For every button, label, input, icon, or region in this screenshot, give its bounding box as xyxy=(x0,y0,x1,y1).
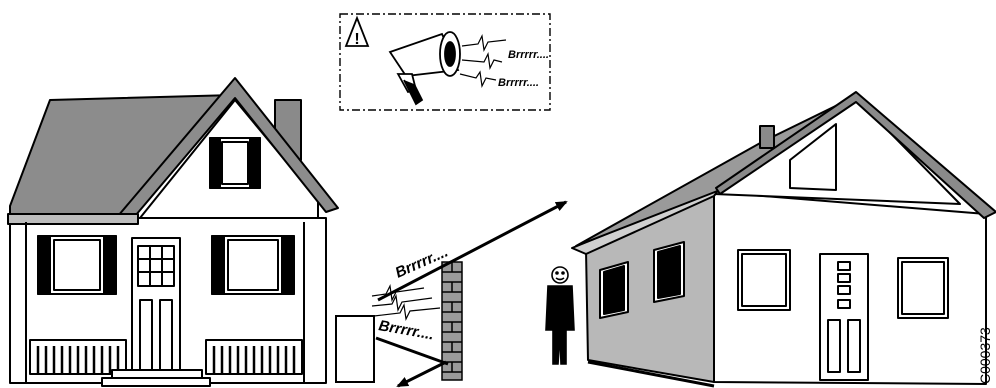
left-house xyxy=(7,77,339,387)
megaphone-icon xyxy=(388,31,461,106)
right-house-roof-edge xyxy=(715,91,996,219)
right-house xyxy=(571,91,996,388)
right-house-chimney xyxy=(759,125,775,149)
person-icon xyxy=(545,266,575,365)
right-house-gable-window xyxy=(789,123,837,191)
warning-sound-label-2: Brrrrr.... xyxy=(498,77,539,89)
sound-arrow-down xyxy=(375,336,449,366)
warning-box: ! Brrrrr.... Brrrrr.... xyxy=(339,13,551,111)
warning-symbol: ! xyxy=(354,31,359,48)
left-house-eave xyxy=(7,213,139,225)
reference-code: C000373 xyxy=(977,327,993,384)
boiler-unit xyxy=(335,315,375,383)
sound-label-reflected-down: Brrrrr.... xyxy=(377,317,435,343)
sound-arrow-reflect xyxy=(396,360,447,388)
warning-triangle-icon xyxy=(344,15,370,47)
warning-sound-label-1: Brrrrr.... xyxy=(508,49,549,61)
sound-arrow-up xyxy=(377,200,568,302)
sound-waves xyxy=(371,284,441,321)
